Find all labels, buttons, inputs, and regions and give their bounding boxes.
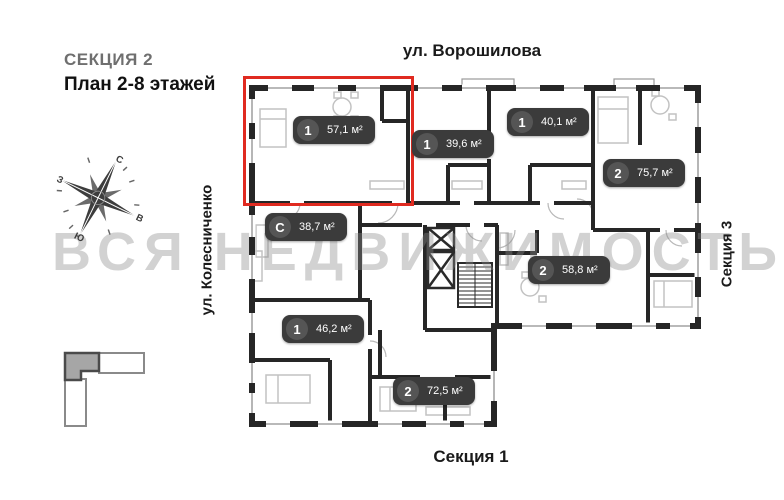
apartment-area: 58,8 м² [562,264,598,276]
apartment-badge[interactable]: 2 72,5 м² [393,377,475,405]
building-position-indicator [63,351,145,427]
street-label-left: ул. Колесниченко [198,184,216,316]
apartment-rooms: 2 [607,162,629,184]
compass-rose-icon: С В Ю З [55,154,145,242]
section-label-right: Секция 3 [718,220,736,288]
compass-north-label: С [114,154,125,167]
outer-walls [249,85,701,427]
apartment-area: 46,2 м² [316,323,352,335]
apartment-area: 72,5 м² [427,385,463,397]
apartment-rooms: 2 [532,259,554,281]
apartment-rooms: 1 [297,119,319,141]
section-3-footprint [98,352,145,374]
section-label-bottom: Секция 1 [433,447,509,466]
apartment-badge[interactable]: 1 46,2 м² [282,315,364,343]
apartment-area: 57,1 м² [327,124,363,136]
apartment-rooms: 1 [511,111,533,133]
compass-west-label: З [55,174,65,187]
apartment-badge[interactable]: 1 39,6 м² [412,130,494,158]
elevator-shafts [426,226,456,290]
plan-subtitle: План 2-8 этажей [64,74,216,95]
compass-south-label: Ю [72,231,86,242]
section-title: СЕКЦИЯ 2 [64,50,154,69]
apartment-badge[interactable]: 1 57,1 м² [293,116,375,144]
stairs [457,262,493,308]
apartment-badge[interactable]: 2 75,7 м² [603,159,685,187]
floor-plan [248,78,702,428]
apartment-badge[interactable]: 2 58,8 м² [528,256,610,284]
section-1-footprint [64,378,87,427]
apartment-rooms: 2 [397,380,419,402]
apartment-rooms: 1 [286,318,308,340]
apartment-badge[interactable]: С 38,7 м² [265,213,347,241]
apartment-area: 38,7 м² [299,221,335,233]
street-label-top: ул. Ворошилова [402,41,542,60]
apartment-area: 75,7 м² [637,167,673,179]
compass-east-label: В [134,212,145,225]
apartment-rooms: 1 [416,133,438,155]
section-2-highlight [63,351,101,382]
windows-layer [248,84,702,428]
apartment-badge[interactable]: 1 40,1 м² [507,108,589,136]
apartment-area: 40,1 м² [541,116,577,128]
apartment-rooms: С [269,216,291,238]
apartment-area: 39,6 м² [446,138,482,150]
